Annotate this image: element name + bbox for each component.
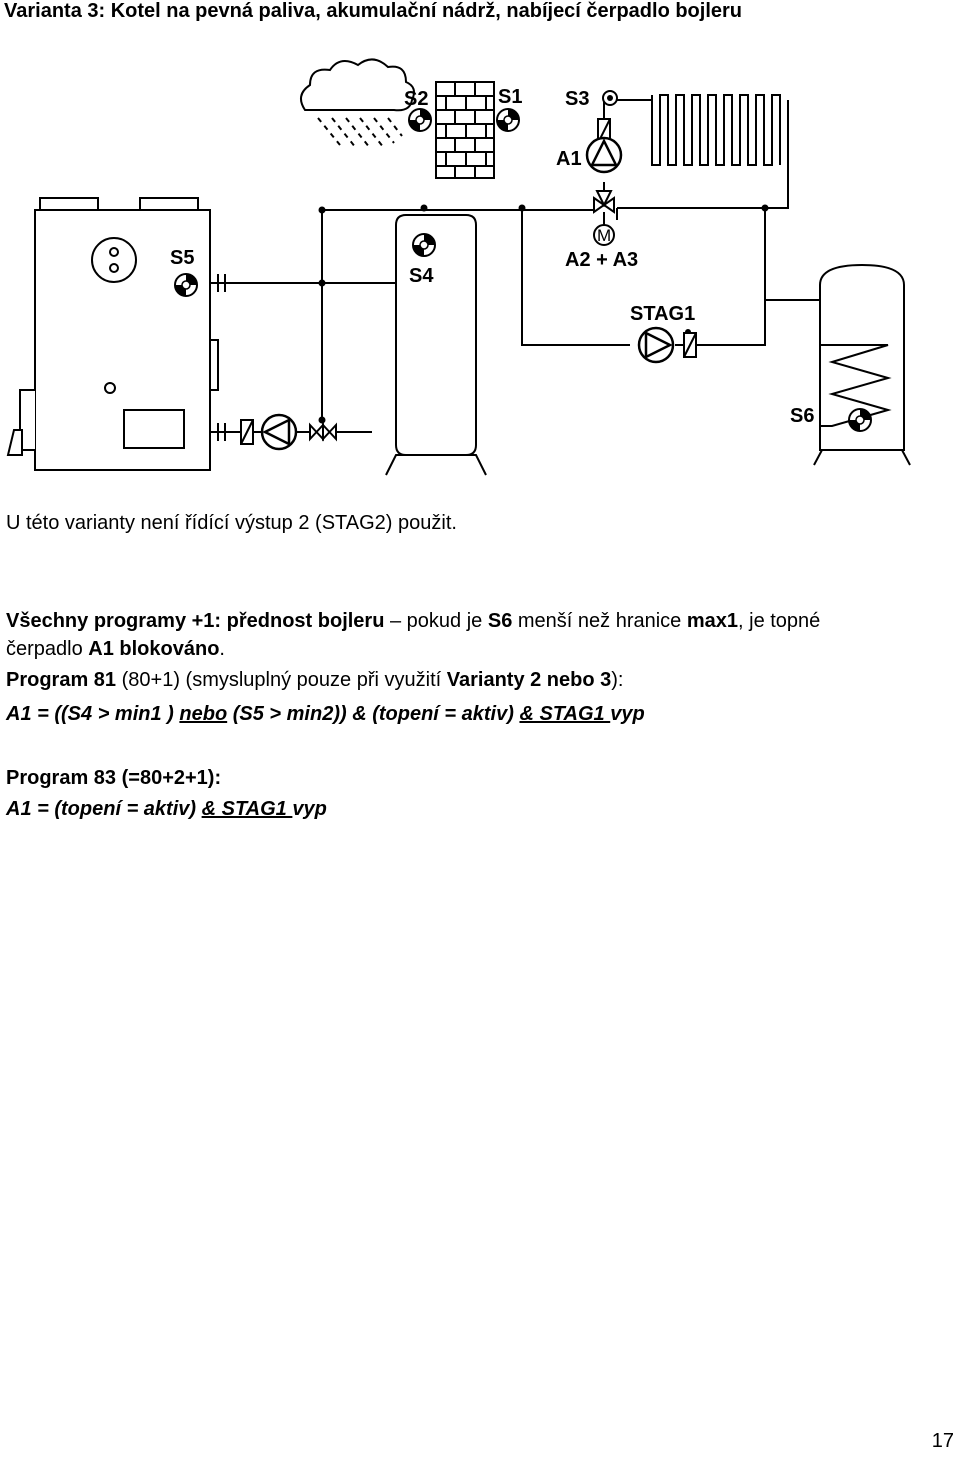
label-a1: A1 (556, 148, 582, 170)
program-83-heading: Program 83 (=80+2+1): (6, 767, 222, 789)
text-fragment: S6 (487, 610, 513, 632)
text-fragment: čerpadlo (6, 638, 89, 660)
program-81-formula: A1 = ((S4 > min1 ) nebo (S5 > min2)) & (… (6, 703, 645, 726)
label-s3: S3 (565, 88, 589, 110)
pipe-junctions (318, 204, 769, 424)
text-fragment: max1 (686, 610, 739, 632)
text-fragment: – pokud je (384, 610, 488, 632)
text-fragment: A1 blokováno (88, 638, 220, 660)
program-81-heading: Program 81 (80+1) (smysluplný pouze při … (6, 669, 623, 692)
label-a2a3: A2 + A3 (565, 249, 638, 271)
text-fragment: , je topné (738, 610, 821, 632)
page-number: 17 (931, 1430, 954, 1452)
text-fragment: & STAG1 (519, 703, 611, 725)
text-fragment: A1 = ((S4 > min1 ) (6, 703, 180, 725)
text-fragment: . (219, 638, 225, 660)
program-83-formula: A1 = (topení = aktiv) & STAG1 vyp (6, 798, 327, 821)
text-fragment: menší než hranice (512, 610, 687, 632)
text-fragment: vyp (292, 798, 327, 820)
tank-icon (385, 214, 487, 476)
page-title: Varianta 3: Kotel na pevná paliva, akumu… (4, 0, 743, 22)
label-s4: S4 (409, 265, 434, 287)
text-fragment: vyp (610, 703, 645, 725)
text-fragment: & STAG1 (201, 798, 293, 820)
label-s1: S1 (498, 86, 522, 108)
note-text: U této varianty není řídící výstup 2 (ST… (6, 512, 457, 534)
pipe-network (210, 99, 820, 433)
label-stag1: STAG1 (630, 303, 695, 325)
cloud-rain-icon (300, 58, 415, 149)
priority-paragraph-line1: Všechny programy +1: přednost bojleru – … (6, 610, 820, 633)
text-fragment: A1 = (topení = aktiv) (6, 798, 202, 820)
text-fragment: Varianty 2 nebo 3 (446, 669, 612, 691)
text-fragment: nebo (179, 703, 228, 725)
priority-paragraph-line2: čerpadlo A1 blokováno. (6, 638, 225, 661)
boiler-icon (6, 197, 226, 471)
label-m: M (597, 226, 611, 245)
text-fragment: Program 81 (6, 669, 117, 691)
text-fragment: (S5 > min2)) & (topení = aktiv) (227, 703, 520, 725)
radiator-icon (651, 94, 781, 166)
valve-icon (593, 190, 615, 246)
text-fragment: ): (611, 669, 624, 691)
text-fragment: (80+1) (smysluplný pouze při využití (116, 669, 447, 691)
label-s6: S6 (790, 405, 814, 427)
priority-heading: Všechny programy +1: přednost bojleru (6, 610, 385, 632)
water-heater-icon (813, 263, 911, 466)
label-s5: S5 (170, 247, 194, 269)
brick-wall-icon (435, 81, 495, 179)
sensor-icon (602, 90, 618, 106)
pump-icon (585, 136, 623, 174)
heating-schema-diagram: S2 S1 S3 A1 M A2 + A3 S5 S4 STAG1 S6 (6, 58, 911, 476)
label-s2: S2 (404, 88, 428, 110)
